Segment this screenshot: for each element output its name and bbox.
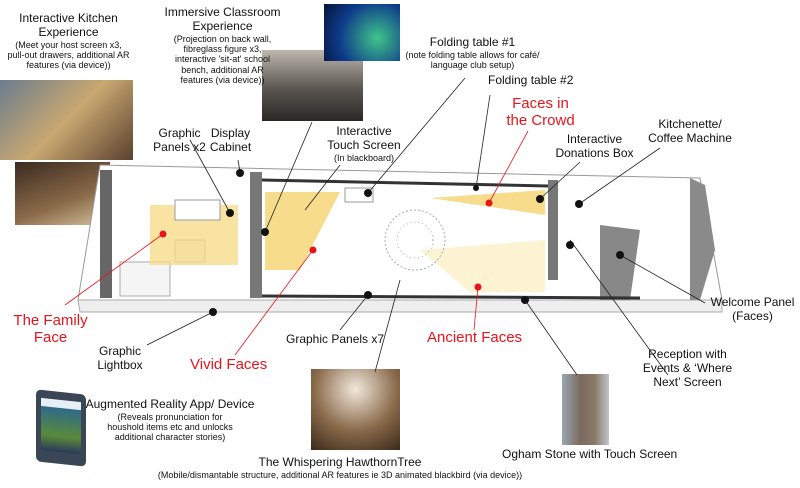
family-face-label: The Family Face <box>13 312 88 347</box>
kitchenette-label: Kitchenette/ Coffee Machine <box>648 117 732 145</box>
donations-box-label: Interactive Donations Box <box>555 132 634 160</box>
hawthorn-tree-title: The Whispering HawthornTree <box>258 455 422 469</box>
classroom-title: Immersive Classroom Experience <box>164 5 281 33</box>
kitchen-photo <box>0 80 133 160</box>
welcome-panel-label: Welcome Panel (Faces) <box>710 295 795 323</box>
kitchen-label: Interactive Kitchen Experience (Meet you… <box>6 11 131 71</box>
graphic-panels-x7-label: Graphic Panels x7 <box>286 332 385 346</box>
folding-table-1-label: Folding table #1 <box>429 35 516 49</box>
ar-app-title: Augmented Reality App/ Device <box>85 397 255 411</box>
graphic-panels-x2-label: Graphic Panels x2 <box>153 126 206 154</box>
display-cabinet-label: Display Cabinet <box>209 126 252 154</box>
touch-screen-note: (In blackboard) <box>333 152 395 163</box>
folding-table-1-note: (note folding table allows for café/ lan… <box>405 49 540 71</box>
ogham-stone-label: Ogham Stone with Touch Screen <box>502 447 678 461</box>
zone-markers <box>159 199 493 291</box>
hawthorn-tree-photo <box>311 369 400 450</box>
ancient-faces-label: Ancient Faces <box>427 329 523 346</box>
classroom-note: (Projection on back wall, fibreglass fig… <box>173 33 272 85</box>
kitchen-title: Interactive Kitchen Experience <box>19 11 118 39</box>
hawthorn-tree-note: (Mobile/dismantable structure, additiona… <box>157 469 523 480</box>
ar-app-note: (Reveals pronunciation for houshold item… <box>107 411 233 443</box>
classroom-label: Immersive Classroom Experience (Projecti… <box>160 5 285 85</box>
faces-in-crowd-label: Faces in the Crowd <box>506 95 575 130</box>
classroom-photo <box>262 50 363 121</box>
folding-table-2-label: Folding table #2 <box>488 73 574 87</box>
hawthorn-tree-plan <box>384 209 446 271</box>
kitchen-note: (Meet your host screen x3, pull-out draw… <box>7 39 130 71</box>
feature-markers <box>209 169 624 316</box>
ogham-stone-photo <box>562 374 609 445</box>
reception-label: Reception with Events & ‘Where Next’ Scr… <box>642 347 733 389</box>
zones <box>150 187 545 292</box>
leader-lines <box>146 77 706 376</box>
touch-screen-label: Interactive Touch Screen <box>327 124 401 152</box>
red-leader-lines <box>64 130 529 356</box>
vivid-faces-label: Vivid Faces <box>190 356 268 373</box>
projection-photo <box>324 4 400 61</box>
graphic-lightbox-label: Graphic Lightbox <box>97 344 143 372</box>
